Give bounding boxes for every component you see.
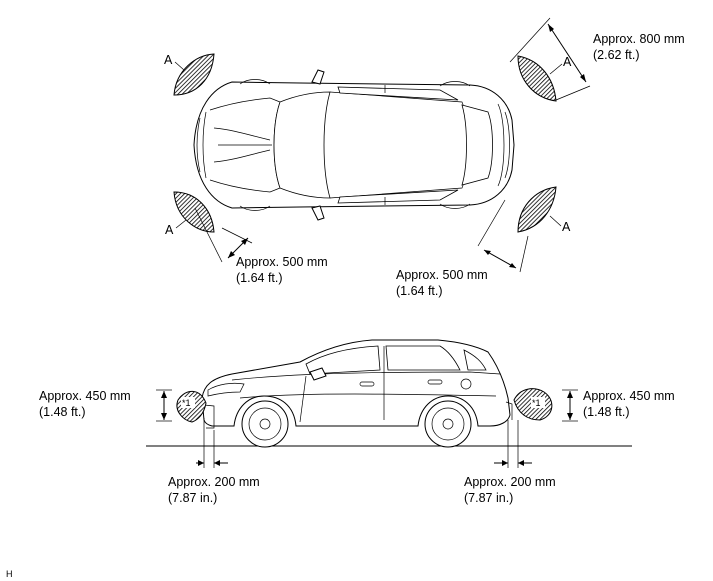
front-corner-distance-metric: Approx. 500 mm [236, 255, 328, 269]
dimension-rear-side [509, 17, 591, 101]
dimension-front-height [156, 389, 172, 422]
dimension-front-offset [196, 418, 228, 468]
dimension-rear-height [562, 389, 578, 422]
front-height-imperial: (1.48 ft.) [39, 405, 86, 419]
rear-height-metric: Approx. 450 mm [583, 389, 675, 403]
car-top-view [193, 69, 515, 221]
side-view-group: *1 *1 Approx. 450 mm (1.48 ft.) Approx. … [39, 339, 675, 505]
top-view-group: A A A A Approx. 500 mm (1.64 ft.) Approx… [164, 17, 685, 298]
rear-side-distance-imperial: (2.62 ft.) [593, 48, 640, 62]
dimension-rear-corner [477, 199, 529, 273]
detection-zone-rear-left [517, 55, 557, 102]
rear-offset-metric: Approx. 200 mm [464, 475, 556, 489]
zone-label-a-front-left: A [164, 53, 173, 67]
zone-label-a-rear-left: A [563, 55, 572, 69]
marker-front: *1 [182, 398, 191, 408]
marker-rear: *1 [532, 398, 541, 408]
zone-label-a-front-right: A [165, 223, 174, 237]
rear-offset-imperial: (7.87 in.) [464, 491, 513, 505]
figure-corner-code: H [6, 569, 13, 579]
car-side-view [201, 339, 513, 448]
detection-zone-front-right [173, 191, 215, 233]
zone-label-a-rear-right: A [562, 220, 571, 234]
rear-side-distance-metric: Approx. 800 mm [593, 32, 685, 46]
detection-zone-front-left [173, 53, 215, 96]
rear-height-imperial: (1.48 ft.) [583, 405, 630, 419]
dimension-rear-offset [494, 420, 532, 468]
dimension-front-corner [194, 207, 253, 263]
rear-corner-distance-imperial: (1.64 ft.) [396, 284, 443, 298]
front-offset-imperial: (7.87 in.) [168, 491, 217, 505]
front-offset-metric: Approx. 200 mm [168, 475, 260, 489]
front-height-metric: Approx. 450 mm [39, 389, 131, 403]
rear-corner-distance-metric: Approx. 500 mm [396, 268, 488, 282]
detection-zone-rear-right [517, 186, 557, 233]
front-corner-distance-imperial: (1.64 ft.) [236, 271, 283, 285]
